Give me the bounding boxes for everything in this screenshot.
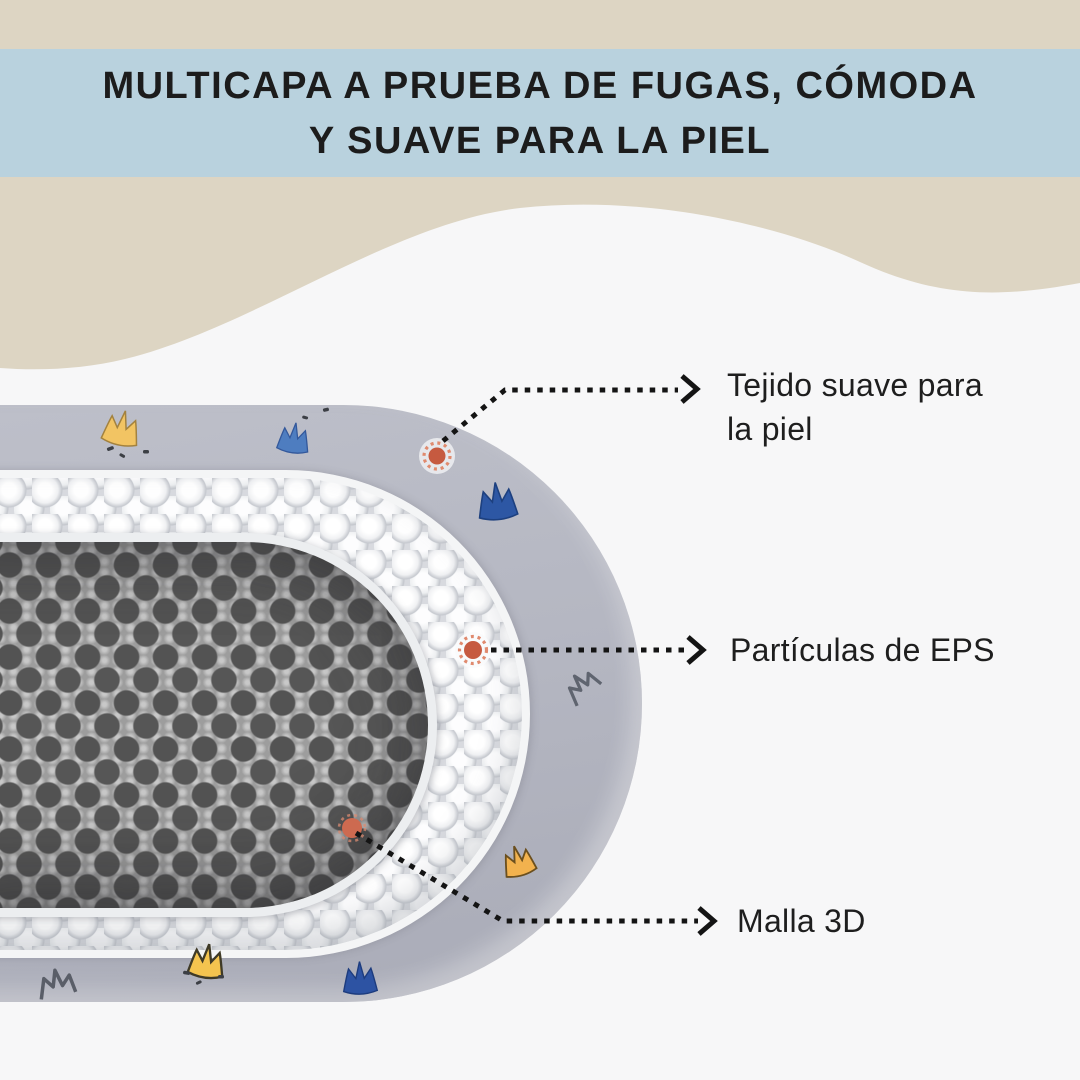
beige-wave-shape [0, 177, 1080, 370]
callout-marker-eps [455, 632, 491, 668]
dotted-arrow-eps [491, 635, 707, 665]
callout-label-fabric: Tejido suave para la piel [727, 367, 983, 447]
callout-label-eps: Partículas de EPS [730, 632, 995, 668]
title-banner: MULTICAPA A PRUEBA DE FUGAS, CÓMODA Y SU… [0, 49, 1080, 177]
callout-marker-fabric [419, 438, 455, 474]
title-line-1: MULTICAPA A PRUEBA DE FUGAS, CÓMODA [102, 64, 978, 107]
callout-marker-mesh [337, 813, 367, 843]
speckle-dots [106, 407, 329, 985]
dotted-arrow-fabric [441, 374, 701, 443]
callout-label-mesh: Malla 3D [737, 903, 866, 939]
dotted-arrow-mesh [354, 830, 718, 936]
mesh-3d-layer [0, 542, 428, 908]
title-line-2: Y SUAVE PARA LA PIEL [308, 119, 772, 162]
